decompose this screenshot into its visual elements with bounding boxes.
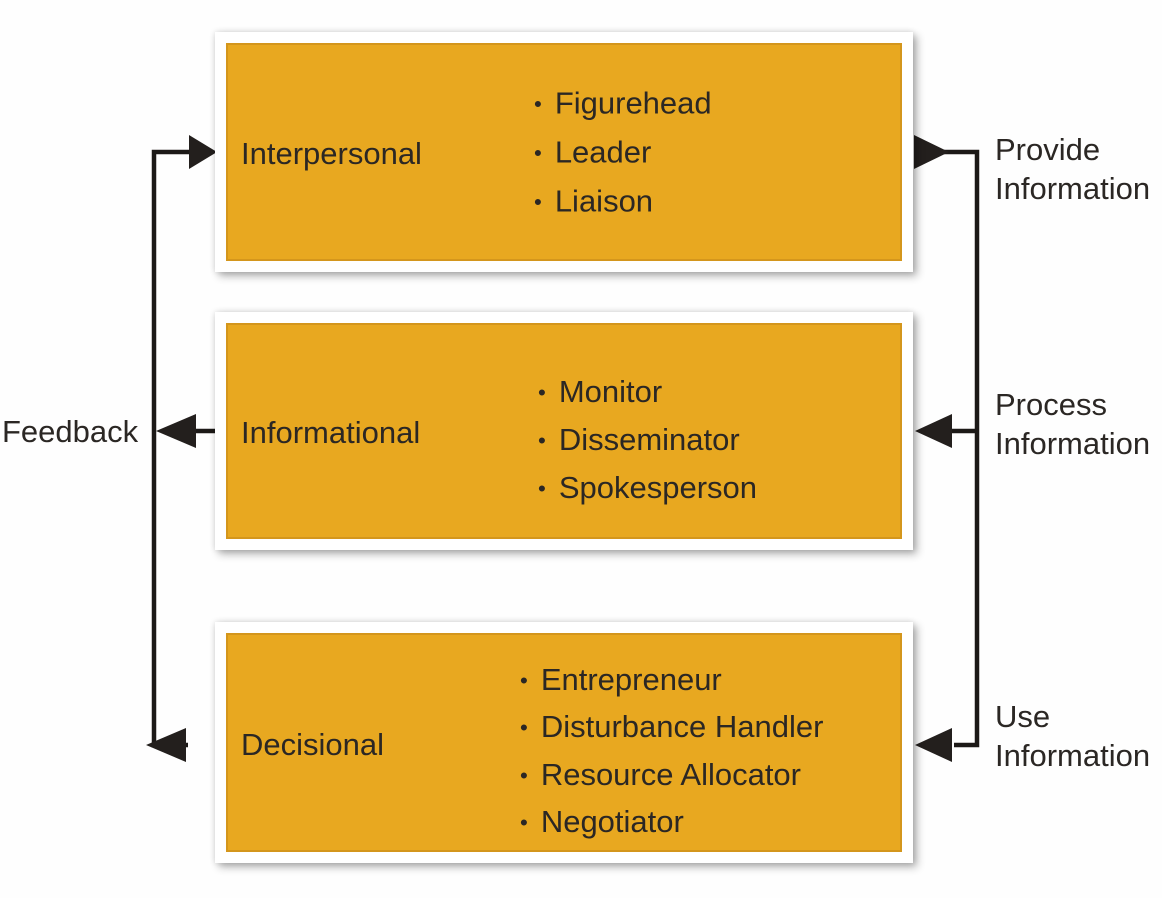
- role-items-list: Monitor Disseminator Spokesperson: [538, 368, 757, 512]
- role-items-list: Figurehead Leader Liaison: [534, 80, 712, 227]
- use-information-label: Use Information: [995, 699, 1151, 773]
- role-item: Monitor: [538, 368, 757, 416]
- feedback-label: Feedback: [2, 414, 139, 449]
- information-rail-line: [944, 149, 980, 748]
- role-item: Disseminator: [538, 416, 757, 464]
- interpersonal-box: Interpersonal Figurehead Leader Liaison: [215, 32, 913, 272]
- provide-information-arrowhead: [914, 135, 949, 169]
- role-item: Resource Allocator: [520, 752, 823, 800]
- role-item: Entrepreneur: [520, 657, 823, 705]
- interpersonal-box-fill: Interpersonal Figurehead Leader Liaison: [226, 43, 902, 261]
- decisional-box: Decisional Entrepreneur Disturbance Hand…: [215, 622, 913, 863]
- arrow-into-interpersonal: [189, 135, 217, 169]
- process-information-label: Process Information: [995, 387, 1151, 461]
- decisional-out-arrowhead: [146, 728, 186, 762]
- role-category-label: Decisional: [241, 726, 385, 762]
- role-category-label: Informational: [241, 415, 421, 450]
- role-category-label: Interpersonal: [241, 136, 422, 171]
- use-information-arrowhead: [915, 728, 952, 762]
- role-items-list: Entrepreneur Disturbance Handler Resourc…: [520, 657, 824, 847]
- informational-box-fill: Informational Monitor Disseminator Spoke…: [226, 323, 902, 539]
- role-item: Leader: [534, 129, 712, 178]
- informational-box: Informational Monitor Disseminator Spoke…: [215, 312, 913, 550]
- feedback-arrowhead: [156, 414, 196, 448]
- role-item: Spokesperson: [538, 464, 757, 512]
- role-item: Disturbance Handler: [520, 704, 824, 752]
- process-information-arrowhead: [915, 414, 952, 448]
- decisional-box-fill: Decisional Entrepreneur Disturbance Hand…: [226, 633, 902, 852]
- feedback-rail-line: [151, 149, 192, 748]
- role-item: Negotiator: [520, 799, 823, 847]
- role-item: Figurehead: [534, 80, 712, 129]
- provide-information-label: Provide Information: [995, 132, 1151, 206]
- role-item: Liaison: [534, 178, 712, 227]
